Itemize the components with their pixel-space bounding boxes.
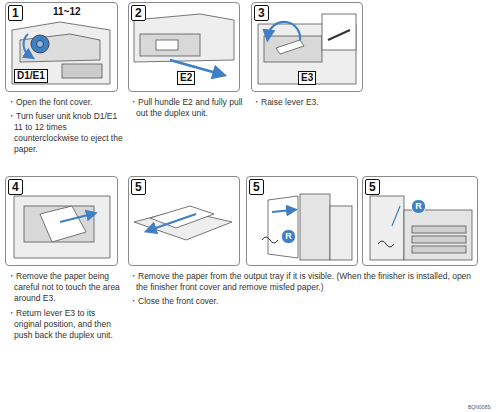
reference-mark: R <box>411 199 426 214</box>
lever-drawing-part <box>258 24 356 84</box>
output-tray-drawing-part <box>150 206 214 228</box>
duplex-unit-drawing-part <box>140 34 200 56</box>
step-number: 1 <box>8 5 23 21</box>
step-number: 5 <box>249 179 264 195</box>
finisher-drawing-part <box>262 237 278 243</box>
machine-drawing-part <box>404 210 472 260</box>
step-number: 5 <box>365 179 380 195</box>
machine-drawing-part <box>412 246 466 253</box>
duplex-unit-drawing-part <box>134 14 234 62</box>
paper-removal-drawing-part <box>24 206 94 242</box>
step-panel: 4 <box>5 176 118 266</box>
lever-drawing-part <box>268 22 300 40</box>
machine-drawing-part <box>412 226 466 233</box>
step-panel: 1 11~12D1/E1 <box>5 2 118 92</box>
instruction-text: ・Raise lever E3. <box>252 97 368 108</box>
paper-removal-drawing <box>14 196 110 258</box>
step-panel: 3E3 <box>251 2 363 92</box>
machine-drawing-part <box>378 241 394 247</box>
step-number: 5 <box>131 179 146 195</box>
finisher-drawing-part <box>300 194 330 260</box>
step-panel: 5R <box>246 176 358 266</box>
step-number: 4 <box>8 179 23 195</box>
finisher-drawing-part <box>268 196 298 258</box>
part-label: E2 <box>177 71 195 85</box>
finisher-drawing <box>262 194 352 260</box>
fuser-unit-drawing-part <box>20 34 100 62</box>
fuser-unit-drawing-part <box>37 41 44 48</box>
step-panel: 2E2 <box>128 2 240 92</box>
step-number: 2 <box>131 5 146 21</box>
instruction-text: ・Close the front cover. <box>129 296 481 307</box>
figure-code: BQN008S <box>468 404 491 410</box>
lever-drawing-part <box>276 40 304 54</box>
output-tray-drawing-part <box>150 214 196 230</box>
paper-removal-drawing-part <box>60 214 92 222</box>
part-label: 11~12 <box>52 7 82 17</box>
fuser-unit-drawing-part <box>62 64 102 78</box>
instruction-text: ・Turn fuser unit knob D1/E1 11 to 12 tim… <box>7 111 123 155</box>
fuser-unit-drawing <box>12 22 110 84</box>
fuser-unit-drawing-part <box>31 35 49 53</box>
duplex-unit-drawing-part <box>156 40 178 50</box>
output-tray-drawing <box>134 206 232 240</box>
fuser-unit-drawing-part <box>12 22 110 84</box>
instruction-text: ・Pull hundle E2 and fully pull out the d… <box>129 97 245 119</box>
machine-drawing-part <box>392 206 400 226</box>
lever-drawing-part <box>322 14 356 50</box>
instruction-text: ・Return lever E3 to its original positio… <box>7 308 125 341</box>
instruction-text: ・Remove the paper from the output tray i… <box>129 271 481 293</box>
instruction-text: ・Open the font cover. <box>7 97 123 108</box>
machine-drawing-part <box>370 196 404 260</box>
fuser-unit-drawing-part <box>24 34 30 56</box>
step-panel: 5R <box>362 176 478 266</box>
reference-mark: R <box>281 229 296 244</box>
part-label: E3 <box>298 71 316 85</box>
paper-removal-drawing-part <box>40 206 86 242</box>
paper-removal-drawing-part <box>14 196 110 258</box>
lever-drawing <box>258 14 356 84</box>
finisher-drawing-part <box>272 210 292 212</box>
lever-drawing-part <box>264 36 322 62</box>
machine-drawing <box>370 196 472 260</box>
part-label: D1/E1 <box>14 69 48 83</box>
machine-drawing-part <box>412 236 466 243</box>
instruction-text: ・Remove the paper being careful not to t… <box>7 271 125 304</box>
lever-drawing-part <box>328 30 350 40</box>
duplex-unit-drawing <box>134 14 234 74</box>
step-panel: 5 <box>128 176 240 266</box>
finisher-drawing-part <box>330 206 352 260</box>
step-number: 3 <box>254 5 269 21</box>
